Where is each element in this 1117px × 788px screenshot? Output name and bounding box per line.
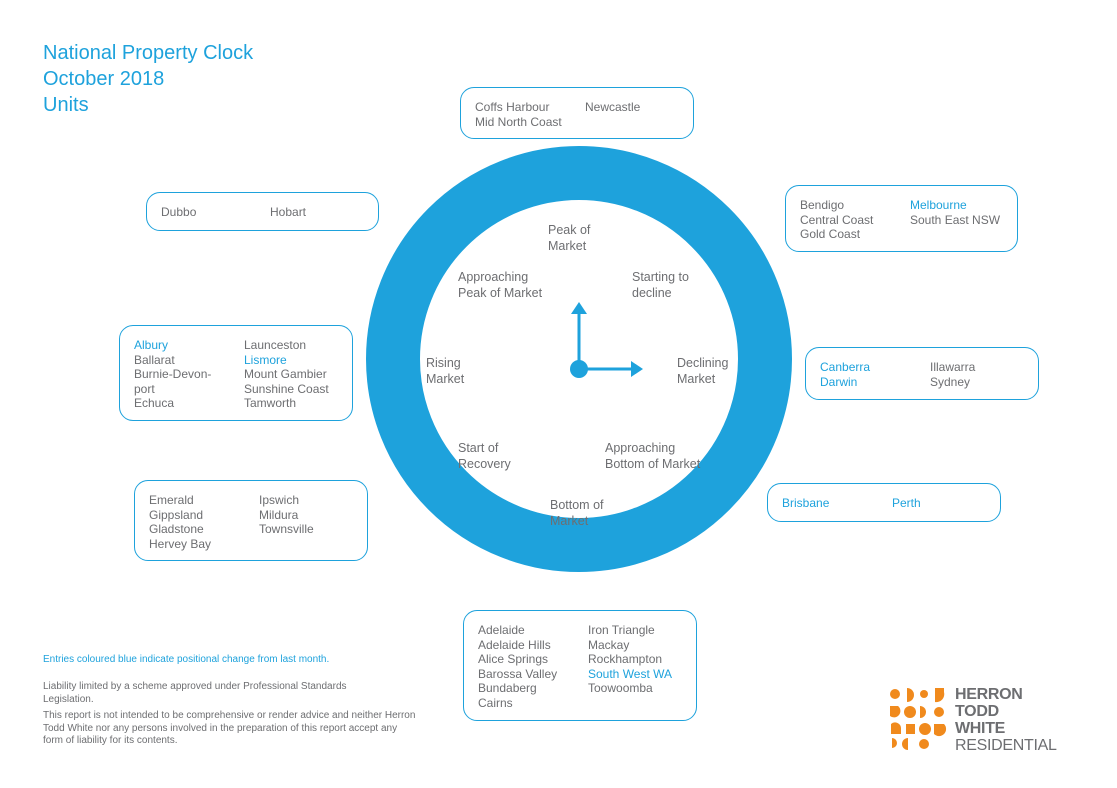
location-item: Mildura: [259, 507, 299, 522]
location-item: Darwin: [820, 374, 858, 389]
location-item: Rockhampton: [588, 652, 663, 666]
location-item: Newcastle: [585, 100, 641, 114]
location-item: Hervey Bay: [149, 536, 212, 551]
location-item: Toowoomba: [588, 681, 653, 695]
htw-logo-text: HERRON TODD WHITE RESIDENTIAL: [955, 686, 1057, 754]
location-item: Bundaberg: [478, 681, 537, 695]
location-item: port: [134, 381, 155, 396]
location-item: Ballarat: [134, 352, 175, 367]
location-item: Ipswich: [259, 493, 300, 507]
location-item: Emerald: [149, 493, 194, 507]
location-item: Alice Springs: [478, 652, 549, 666]
location-item: Gippsland: [149, 507, 204, 522]
location-item: Cairns: [478, 695, 513, 710]
location-item: Sydney: [930, 374, 971, 389]
location-item: Brisbane: [782, 496, 830, 510]
legend-note: Entries coloured blue indicate positiona…: [43, 654, 330, 665]
location-item: Gold Coast: [800, 227, 861, 241]
box-top-left: Dubbo Hobart: [146, 192, 379, 231]
location-item: Dubbo: [161, 205, 197, 219]
liability-note: Liability limited by a scheme approved u…: [43, 681, 347, 705]
location-item: Echuca: [134, 396, 175, 410]
location-item: Albury: [134, 338, 169, 352]
location-item: Adelaide Hills: [478, 637, 551, 652]
location-item: Tamworth: [244, 396, 297, 410]
location-item: Gladstone: [149, 522, 204, 536]
location-item: Sunshine Coast: [244, 381, 329, 396]
location-item: Adelaide: [478, 623, 525, 637]
location-item: Barossa Valley: [478, 666, 558, 681]
location-item: Iron Triangle: [588, 623, 655, 637]
location-item: Melbourne: [910, 198, 967, 212]
location-item: Bendigo: [800, 198, 845, 212]
location-item: South West WA: [588, 666, 673, 681]
title-line-3: Units: [43, 94, 89, 116]
location-item: Hobart: [270, 205, 307, 219]
location-item: Townsville: [259, 522, 314, 536]
location-item: Mount Gambier: [244, 367, 327, 381]
location-item: Coffs Harbour: [475, 100, 550, 114]
location-item: Illawarra: [930, 360, 976, 374]
location-item: South East NSW: [910, 212, 1001, 227]
location-item: Mackay: [588, 637, 630, 652]
location-item: Launceston: [244, 338, 307, 352]
box-lower-right: Brisbane Perth: [767, 483, 1001, 522]
clock-minute-hand-arrowhead: [631, 361, 643, 377]
clock-center: [570, 360, 588, 378]
title-line-1: National Property Clock: [43, 42, 254, 64]
page-title: National Property Clock October 2018 Uni…: [43, 40, 253, 118]
location-item: Perth: [892, 496, 921, 510]
location-item: Burnie-Devon-: [134, 367, 212, 381]
location-item: Lismore: [244, 352, 287, 367]
disclaimer-note: This report is not intended to be compre…: [43, 710, 416, 746]
clock-ring: [366, 146, 792, 572]
location-item: Mid North Coast: [475, 114, 562, 129]
clock-hour-hand-arrowhead: [571, 302, 587, 314]
location-item: Canberra: [820, 360, 871, 374]
location-item: Central Coast: [800, 212, 874, 227]
htw-logo-mark: [890, 688, 947, 750]
title-line-2: October 2018: [43, 68, 165, 90]
